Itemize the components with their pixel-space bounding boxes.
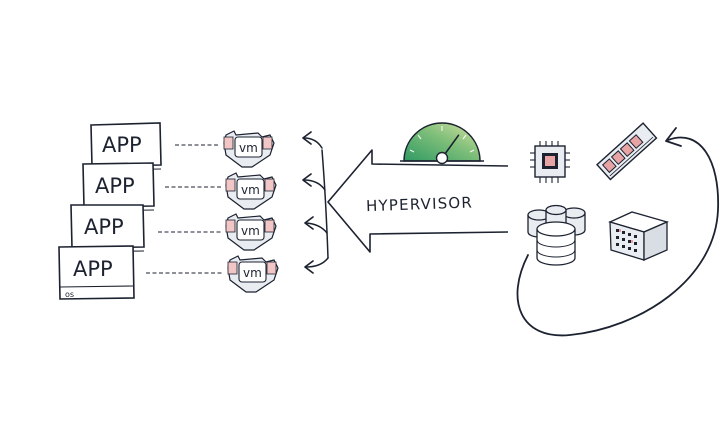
branch-arrows xyxy=(303,132,328,273)
app-label: APP xyxy=(84,215,124,239)
vm-icon: vm xyxy=(226,214,276,250)
server-rack-icon xyxy=(610,212,667,260)
gauge-icon xyxy=(400,123,484,164)
vm-label: vm xyxy=(241,224,260,238)
branch-trunk xyxy=(322,150,328,258)
branch-arrow xyxy=(304,138,322,148)
app-label: APP xyxy=(102,133,142,157)
vm-column: vm vm vm vm xyxy=(224,131,278,292)
app-label: APP xyxy=(95,174,135,198)
app-stack: APP APP APP APP os xyxy=(59,123,161,299)
vm-label: vm xyxy=(239,141,258,155)
database-icon xyxy=(528,206,585,266)
branch-arrow xyxy=(304,180,325,190)
vm-icon: vm xyxy=(228,256,278,292)
ram-module-icon xyxy=(597,123,656,179)
vm-label: vm xyxy=(241,183,260,197)
app-label: APP xyxy=(73,257,113,281)
cpu-chip-icon xyxy=(530,141,570,183)
vm-icon: vm xyxy=(224,131,274,167)
os-label: os xyxy=(65,290,74,299)
app-card: APP os xyxy=(59,246,134,299)
hypervisor-label: HYPERVISOR xyxy=(366,193,474,215)
vm-icon: vm xyxy=(226,173,276,209)
branch-arrow xyxy=(306,258,328,267)
branch-arrow xyxy=(306,223,327,233)
app-card: APP xyxy=(71,205,144,252)
vm-label: vm xyxy=(243,266,262,280)
app-card: APP xyxy=(83,163,154,211)
hardware-group xyxy=(528,123,667,265)
hypervisor-arrow: HYPERVISOR xyxy=(328,150,508,252)
